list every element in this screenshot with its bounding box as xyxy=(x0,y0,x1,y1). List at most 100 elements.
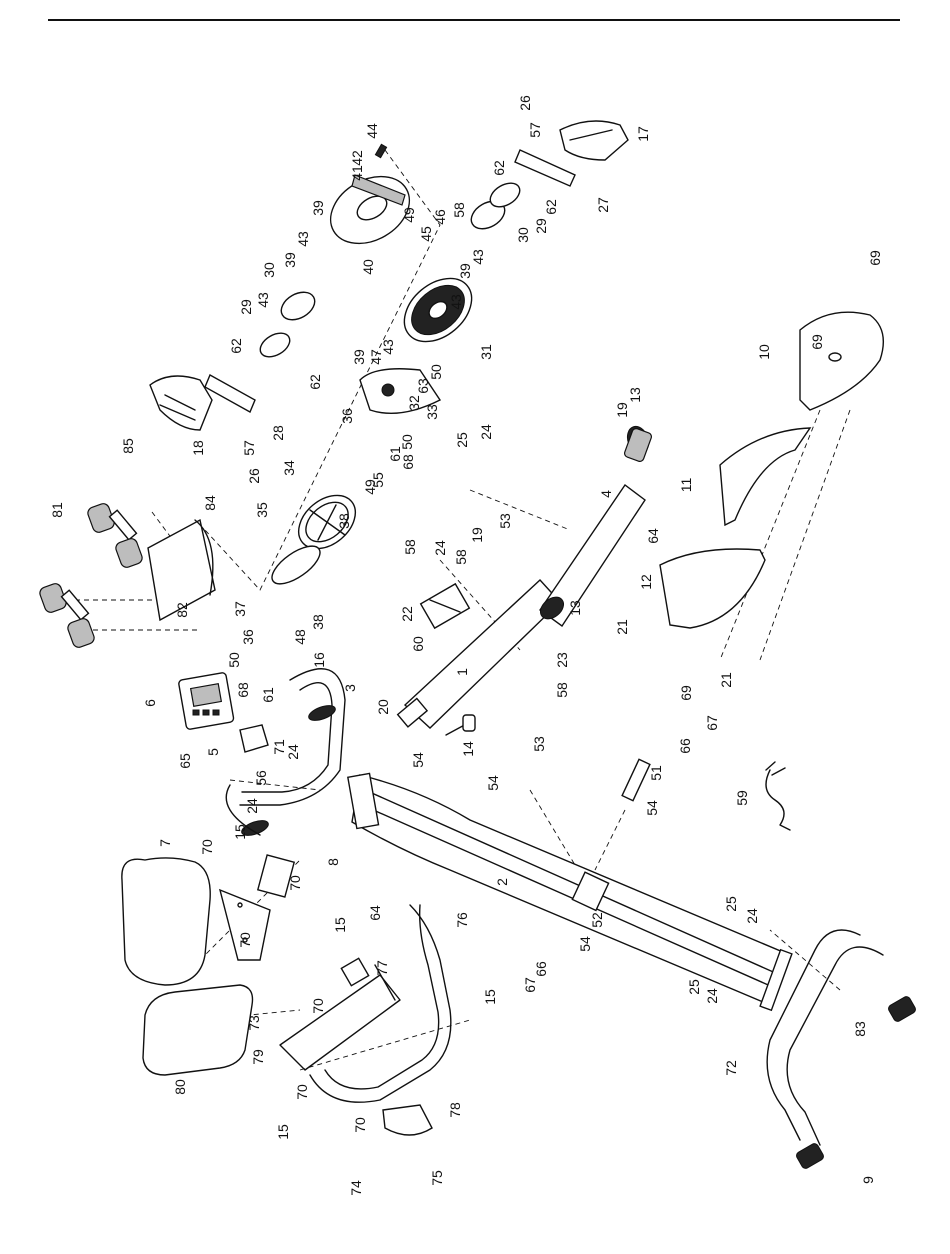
part-callout: 24 xyxy=(244,798,260,814)
part-callout: 39 xyxy=(457,263,473,279)
part-callout: 27 xyxy=(595,197,611,213)
part-callout: 66 xyxy=(677,738,693,754)
part-callout: 79 xyxy=(250,1049,266,1065)
shield-32 xyxy=(359,368,442,415)
part-callout: 39 xyxy=(310,200,326,216)
callout-number: 70 xyxy=(199,839,215,855)
part-callout: 19 xyxy=(469,527,485,543)
callout-number: 62 xyxy=(543,199,559,215)
callout-number: 5 xyxy=(205,748,221,756)
callout-number: 31 xyxy=(478,344,494,360)
callout-number: 77 xyxy=(374,960,390,976)
callout-number: 14 xyxy=(460,741,476,757)
callout-number: 83 xyxy=(852,1021,868,1037)
callout-number: 73 xyxy=(246,1015,262,1031)
callout-number: 39 xyxy=(282,252,298,268)
callout-number: 65 xyxy=(177,753,193,769)
part-callout: 8 xyxy=(325,858,341,866)
callout-number: 54 xyxy=(485,775,501,791)
callout-number: 11 xyxy=(678,478,694,493)
callout-number: 58 xyxy=(402,539,418,555)
callout-number: 22 xyxy=(399,606,415,622)
callout-number: 34 xyxy=(281,460,297,476)
callout-number: 30 xyxy=(515,227,531,243)
part-callout: 15 xyxy=(332,917,348,933)
part-callout: 46 xyxy=(432,209,448,225)
part-callout: 54 xyxy=(485,775,501,791)
callout-number: 27 xyxy=(595,197,611,213)
callout-number: 24 xyxy=(432,540,448,556)
part-callout: 62 xyxy=(543,199,559,215)
callout-number: 55 xyxy=(370,472,386,488)
backrest-frame xyxy=(279,904,452,1103)
part-callout: 30 xyxy=(515,227,531,243)
part-callout: 78 xyxy=(447,1102,463,1118)
callout-number: 63 xyxy=(415,378,431,394)
part-callout: 15 xyxy=(275,1124,291,1140)
weight-holder-82 xyxy=(147,518,216,622)
part-callout: 82 xyxy=(174,602,190,618)
callout-number: 80 xyxy=(172,1079,188,1095)
part-callout: 18 xyxy=(190,440,206,456)
belt-35 xyxy=(271,545,321,585)
part-callout: 34 xyxy=(281,460,297,476)
part-callout: 69 xyxy=(867,250,883,266)
callout-number: 43 xyxy=(380,339,396,355)
callout-number: 40 xyxy=(360,259,376,275)
crank-arm-27 xyxy=(514,149,576,187)
callout-number: 6 xyxy=(142,699,158,707)
part-callout: 56 xyxy=(253,770,269,786)
callout-number: 35 xyxy=(254,502,270,518)
callout-number: 50 xyxy=(428,364,444,380)
part-callout: 43 xyxy=(295,231,311,247)
part-callout: 67 xyxy=(704,715,720,731)
part-callout: 58 xyxy=(453,549,469,565)
part-callout: 70 xyxy=(310,998,326,1014)
part-callout: 35 xyxy=(254,502,270,518)
callout-number: 59 xyxy=(734,790,750,806)
callout-number: 54 xyxy=(644,800,660,816)
part-callout: 54 xyxy=(644,800,660,816)
callout-number: 25 xyxy=(454,432,470,448)
part-callout: 23 xyxy=(554,652,570,668)
part-callout: 43 xyxy=(380,339,396,355)
callout-number: 19 xyxy=(614,402,630,418)
callout-number: 36 xyxy=(339,408,355,424)
callout-number: 85 xyxy=(120,438,136,454)
right-pedal-17 xyxy=(559,120,629,161)
callout-number: 62 xyxy=(307,374,323,390)
callout-number: 49 xyxy=(362,479,378,495)
callout-number: 38 xyxy=(310,614,326,630)
callout-number: 24 xyxy=(744,908,760,924)
part-callout: 24 xyxy=(432,540,448,556)
callout-number: 69 xyxy=(867,250,883,266)
callout-number: 72 xyxy=(723,1060,739,1076)
callout-number: 62 xyxy=(228,338,244,354)
callout-number: 70 xyxy=(287,875,303,891)
callout-number: 3 xyxy=(342,684,358,692)
seat-bracket xyxy=(218,854,296,961)
part-callout: 14 xyxy=(460,741,476,757)
part-callout: 29 xyxy=(238,299,254,315)
part-callout: 73 xyxy=(246,1015,262,1031)
part-callout: 58 xyxy=(451,202,467,218)
callout-number: 25 xyxy=(723,896,739,912)
part-callout: 13 xyxy=(567,600,583,616)
seat xyxy=(121,857,211,986)
part-callout: 44 xyxy=(364,123,380,139)
part-callout: 41 xyxy=(349,165,365,181)
callout-number: 42 xyxy=(349,150,365,166)
callout-number: 70 xyxy=(237,932,253,948)
callout-number: 24 xyxy=(478,424,494,440)
part-callout: 30 xyxy=(261,262,277,278)
callout-number: 64 xyxy=(367,905,383,921)
callout-number: 69 xyxy=(809,334,825,350)
part-callout: 49 xyxy=(362,479,378,495)
part-callout: 61 xyxy=(387,446,403,462)
callout-number: 61 xyxy=(260,687,276,703)
callout-number: 81 xyxy=(49,502,65,518)
main-frame xyxy=(347,772,793,1012)
part-callout: 51 xyxy=(648,765,664,781)
part-callout: 33 xyxy=(424,404,440,420)
callout-number: 2 xyxy=(494,878,510,886)
